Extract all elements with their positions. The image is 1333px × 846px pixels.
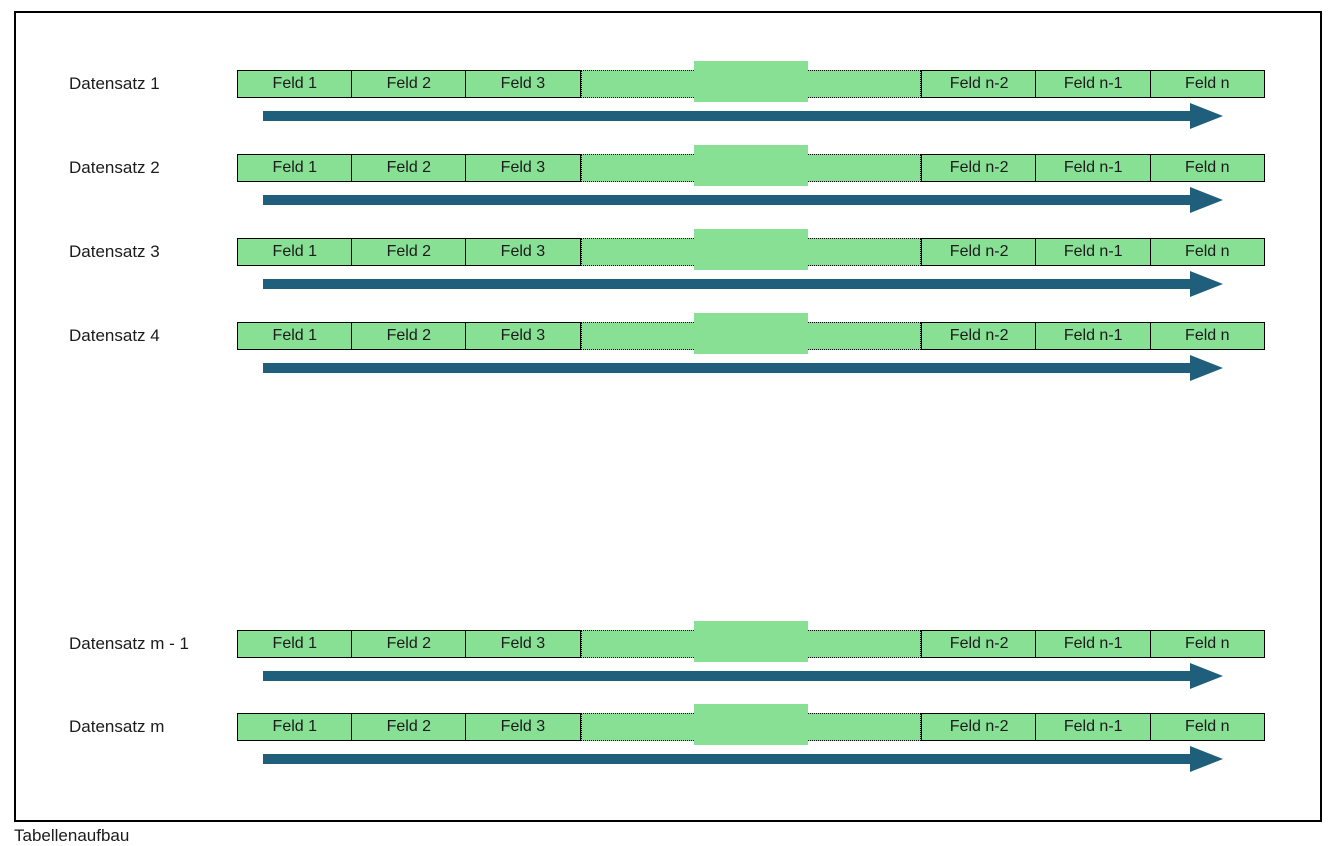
record-row-label: Datensatz 3 [69, 242, 160, 261]
field-ellipsis-left [580, 154, 697, 182]
read-direction-arrow-shaft [263, 111, 1190, 121]
field-ellipsis-left [580, 322, 697, 350]
read-direction-arrow-shaft [263, 279, 1190, 289]
read-direction-arrow-head [1190, 271, 1223, 297]
record-row-label: Datensatz m [69, 717, 165, 736]
field-ellipsis-right [805, 154, 922, 182]
field-cell: Feld 3 [465, 322, 581, 350]
field-cell: Feld 2 [351, 238, 467, 266]
field-ellipsis-fill [694, 313, 808, 354]
read-direction-arrow-head [1190, 355, 1223, 381]
field-cell: Feld 1 [237, 70, 353, 98]
record-row-label: Datensatz 1 [69, 74, 160, 93]
read-direction-arrow-head [1190, 746, 1223, 772]
field-cell: Feld n [1149, 154, 1266, 182]
field-cell: Feld n-2 [921, 630, 1037, 658]
read-direction-arrow-head [1190, 663, 1223, 689]
field-cell: Feld 3 [465, 630, 581, 658]
field-cell: Feld 2 [351, 154, 467, 182]
field-cell: Feld 1 [237, 322, 353, 350]
read-direction-arrow-shaft [263, 754, 1190, 764]
field-cell: Feld n-2 [921, 322, 1037, 350]
field-cell: Feld n-1 [1035, 322, 1151, 350]
record-row-label: Datensatz m - 1 [69, 634, 189, 653]
field-cell: Feld n-2 [921, 70, 1037, 98]
field-cell: Feld n-1 [1035, 238, 1151, 266]
record-row-label: Datensatz 2 [69, 158, 160, 177]
field-cell: Feld 3 [465, 154, 581, 182]
field-cell: Feld 1 [237, 713, 353, 741]
field-ellipsis-left [580, 630, 697, 658]
field-cell: Feld 1 [237, 154, 353, 182]
field-cell: Feld n [1149, 322, 1266, 350]
field-cell: Feld 2 [351, 70, 467, 98]
field-ellipsis-fill [694, 704, 808, 745]
field-cell: Feld n-1 [1035, 154, 1151, 182]
field-cell: Feld 1 [237, 238, 353, 266]
field-cell: Feld n [1149, 70, 1266, 98]
field-cell: Feld 3 [465, 713, 581, 741]
field-cell: Feld n-1 [1035, 713, 1151, 741]
field-ellipsis-right [805, 630, 922, 658]
field-cell: Feld 3 [465, 70, 581, 98]
read-direction-arrow-shaft [263, 363, 1190, 373]
field-ellipsis-right [805, 322, 922, 350]
field-cell: Feld n-2 [921, 238, 1037, 266]
figure-caption: Tabellenaufbau [14, 826, 130, 845]
field-ellipsis-right [805, 238, 922, 266]
field-ellipsis-right [805, 70, 922, 98]
field-ellipsis-left [580, 70, 697, 98]
read-direction-arrow-head [1190, 187, 1223, 213]
field-cell: Feld 3 [465, 238, 581, 266]
field-ellipsis-fill [694, 61, 808, 102]
field-cell: Feld n [1149, 630, 1266, 658]
field-cell: Feld n-2 [921, 713, 1037, 741]
field-cell: Feld 2 [351, 630, 467, 658]
field-ellipsis-right [805, 713, 922, 741]
field-ellipsis-fill [694, 621, 808, 662]
field-cell: Feld n-1 [1035, 630, 1151, 658]
field-cell: Feld n [1149, 713, 1266, 741]
read-direction-arrow-head [1190, 103, 1223, 129]
field-cell: Feld n-1 [1035, 70, 1151, 98]
field-cell: Feld 1 [237, 630, 353, 658]
read-direction-arrow-shaft [263, 195, 1190, 205]
field-cell: Feld n-2 [921, 154, 1037, 182]
diagram-border-box [14, 11, 1322, 822]
field-cell: Feld 2 [351, 322, 467, 350]
field-ellipsis-fill [694, 145, 808, 186]
field-ellipsis-left [580, 238, 697, 266]
field-cell: Feld n [1149, 238, 1266, 266]
field-cell: Feld 2 [351, 713, 467, 741]
record-row-label: Datensatz 4 [69, 326, 160, 345]
read-direction-arrow-shaft [263, 671, 1190, 681]
field-ellipsis-left [580, 713, 697, 741]
field-ellipsis-fill [694, 229, 808, 270]
